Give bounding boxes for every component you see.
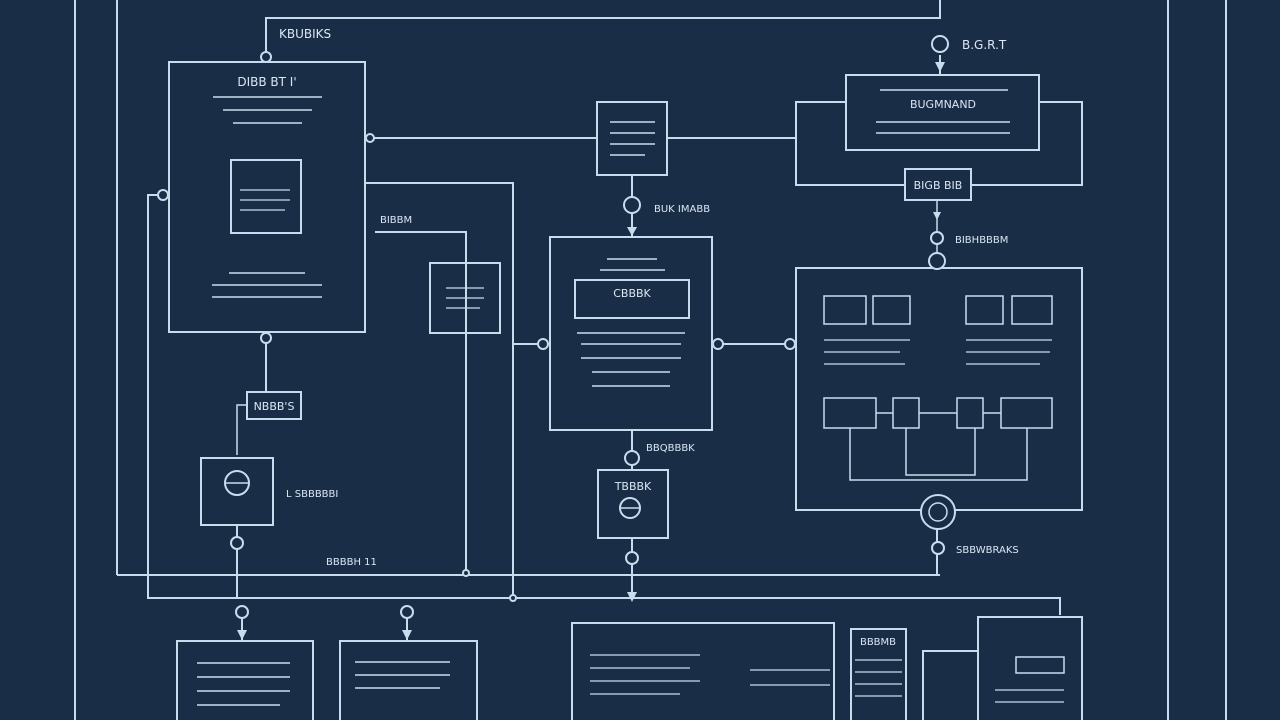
center-lower-tag: BBQBBBK (646, 443, 695, 454)
node-circle-icon (537, 338, 549, 350)
arrow-down-icon (237, 630, 247, 640)
node-circle-icon (931, 541, 945, 555)
bottom-box-1 (176, 640, 314, 720)
node-circle-icon (930, 231, 944, 245)
left-panel-inner-box (230, 159, 302, 234)
node-circle-icon (625, 551, 639, 565)
node-circle-icon (235, 605, 249, 619)
connector-left-loop (147, 194, 1061, 615)
left-side-note: L SBBBBBI (286, 489, 338, 500)
node-circle-icon (400, 605, 414, 619)
right-top-panel-title: BUGMNAND (910, 98, 976, 111)
bottom-doc-back (922, 650, 984, 720)
node-circle-icon (623, 196, 641, 214)
left-panel (168, 61, 366, 333)
node-circle-icon (365, 133, 375, 143)
list-box (596, 101, 668, 176)
arrow-down-icon (933, 212, 941, 220)
node-circle-icon (712, 338, 724, 350)
center-panel-field (574, 279, 690, 319)
bottom-left-note: BBBBH 11 (326, 557, 377, 568)
terminator-circle-icon (920, 494, 956, 530)
right-panel (795, 267, 1083, 511)
left-panel-title: DIBB BT I' (237, 75, 296, 89)
node-circle-icon (784, 338, 796, 350)
node-circle-icon (462, 569, 470, 577)
arrow-down-icon (627, 592, 637, 602)
left-small-box-label: NBBB'S (254, 400, 295, 413)
node-circle-icon (260, 51, 272, 63)
arrow-down-icon (935, 62, 945, 72)
right-connector-label: BIBHBBBM (955, 235, 1008, 246)
bottom-table-header: BBBMB (860, 637, 896, 648)
right-top-small-box (904, 168, 972, 201)
right-top-panel (845, 74, 1040, 151)
connector-top (265, 0, 941, 55)
node-circle-icon (928, 252, 946, 270)
node-circle-icon (260, 332, 272, 344)
bottom-doc-front (977, 616, 1083, 720)
arrow-down-icon (627, 227, 637, 236)
node-circle-icon (931, 35, 949, 53)
node-circle-icon (624, 450, 640, 466)
arrow-down-icon (402, 630, 412, 640)
side-note-1: BIBBM (380, 215, 412, 226)
top-right-tag: B.G.R.T (962, 38, 1007, 52)
connector-left-side (375, 231, 467, 575)
center-lower-box-label: TBBBK (614, 480, 652, 493)
node-circle-icon (509, 594, 517, 602)
right-top-small-box-label: BIGB BIB (914, 179, 963, 192)
top-left-tag: KBUBIKS (279, 27, 331, 41)
center-panel-field-label: CBBBK (613, 287, 651, 300)
bottom-table (850, 628, 907, 720)
right-bottom-tag: SBBWBRAKS (956, 545, 1019, 556)
bottom-box-3 (571, 622, 835, 720)
mid-connector-label: BUK IMABB (654, 204, 710, 215)
connector-left-down (365, 182, 514, 598)
mid-left-box (429, 262, 501, 334)
node-circle-icon (157, 189, 169, 201)
node-circle-icon (230, 536, 244, 550)
bottom-box-2 (339, 640, 478, 720)
